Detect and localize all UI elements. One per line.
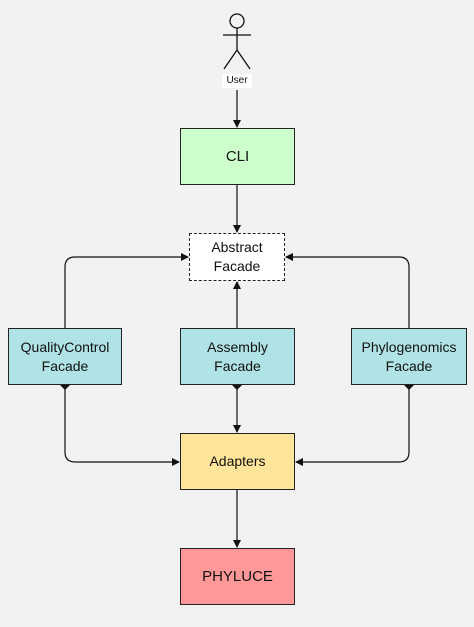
edge-qc-to-adapters — [60, 380, 180, 466]
user-actor-icon — [223, 13, 251, 70]
phylogenomics-facade-label: Phylogenomics Facade — [361, 338, 457, 374]
phyluce-label: PHYLUCE — [202, 568, 273, 585]
adapters-label: Adapters — [209, 453, 266, 469]
phylogenomics-facade-node: Phylogenomics Facade — [351, 328, 467, 385]
abstract-facade-node: Abstract Facade — [189, 233, 285, 281]
assembly-facade-label: Assembly Facade — [207, 338, 268, 374]
cli-node: CLI — [180, 128, 295, 185]
cli-label: CLI — [225, 148, 250, 165]
phyluce-node: PHYLUCE — [180, 548, 295, 605]
edge-phylogenomics-to-abstract — [285, 253, 410, 328]
quality-control-facade-node: QualityControl Facade — [8, 328, 122, 385]
abstract-facade-label: Abstract Facade — [211, 239, 263, 274]
assembly-facade-node: Assembly Facade — [180, 328, 295, 385]
user-actor-label: User — [222, 74, 252, 88]
quality-control-facade-label: QualityControl Facade — [20, 338, 110, 374]
adapters-node: Adapters — [180, 433, 295, 490]
edge-phylogenomics-to-adapters — [295, 380, 414, 466]
edge-qc-to-abstract — [64, 253, 189, 328]
